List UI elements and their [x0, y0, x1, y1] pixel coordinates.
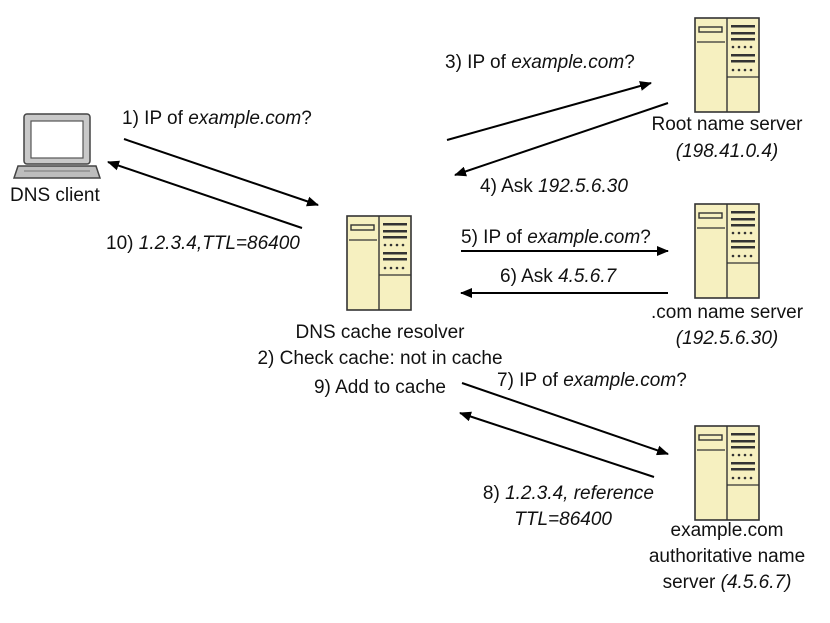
com-server-label: .com name server [650, 302, 804, 323]
message-3: 3) IP of example.com? [445, 52, 635, 73]
message-8-ttl: TTL=86400 [514, 509, 612, 530]
message-8: 8) 1.2.3.4, reference [482, 483, 654, 504]
root-server-label: Root name server [651, 114, 803, 135]
arrow-3 [446, 81, 652, 141]
message-10: 10) 1.2.3.4,TTL=86400 [106, 233, 300, 254]
message-1: 1) IP of example.com? [122, 108, 312, 129]
resolver-check-note: 2) Check cache: not in cache [257, 348, 503, 369]
auth-server-label-line3: server (4.5.6.7) [622, 572, 830, 594]
server-icon [694, 425, 760, 521]
com-server-ip: (192.5.6.30) [675, 328, 779, 349]
resolver-label: DNS cache resolver [295, 322, 465, 343]
arrow-8 [459, 411, 655, 478]
auth-server-ip: (4.5.6.7) [720, 572, 792, 593]
client-label: DNS client [10, 185, 100, 206]
message-5: 5) IP of example.com? [461, 227, 651, 248]
laptop-icon [12, 113, 102, 179]
arrow-7 [461, 382, 669, 456]
server-icon [694, 203, 760, 299]
auth-server-label-line1: example.com [670, 520, 784, 541]
arrow-1 [123, 138, 319, 207]
auth-server-label-line2: authoritative name [648, 546, 806, 567]
message-6: 6) Ask 4.5.6.7 [500, 266, 617, 287]
server-icon [694, 17, 760, 113]
message-7: 7) IP of example.com? [497, 370, 687, 391]
message-4: 4) Ask 192.5.6.30 [480, 176, 628, 197]
arrow-10 [107, 160, 303, 229]
server-icon [346, 215, 412, 311]
resolver-add-note: 9) Add to cache [313, 377, 447, 398]
arrow-4 [454, 102, 669, 177]
root-server-ip: (198.41.0.4) [675, 141, 779, 162]
auth-server-label-prefix: server [662, 572, 721, 593]
